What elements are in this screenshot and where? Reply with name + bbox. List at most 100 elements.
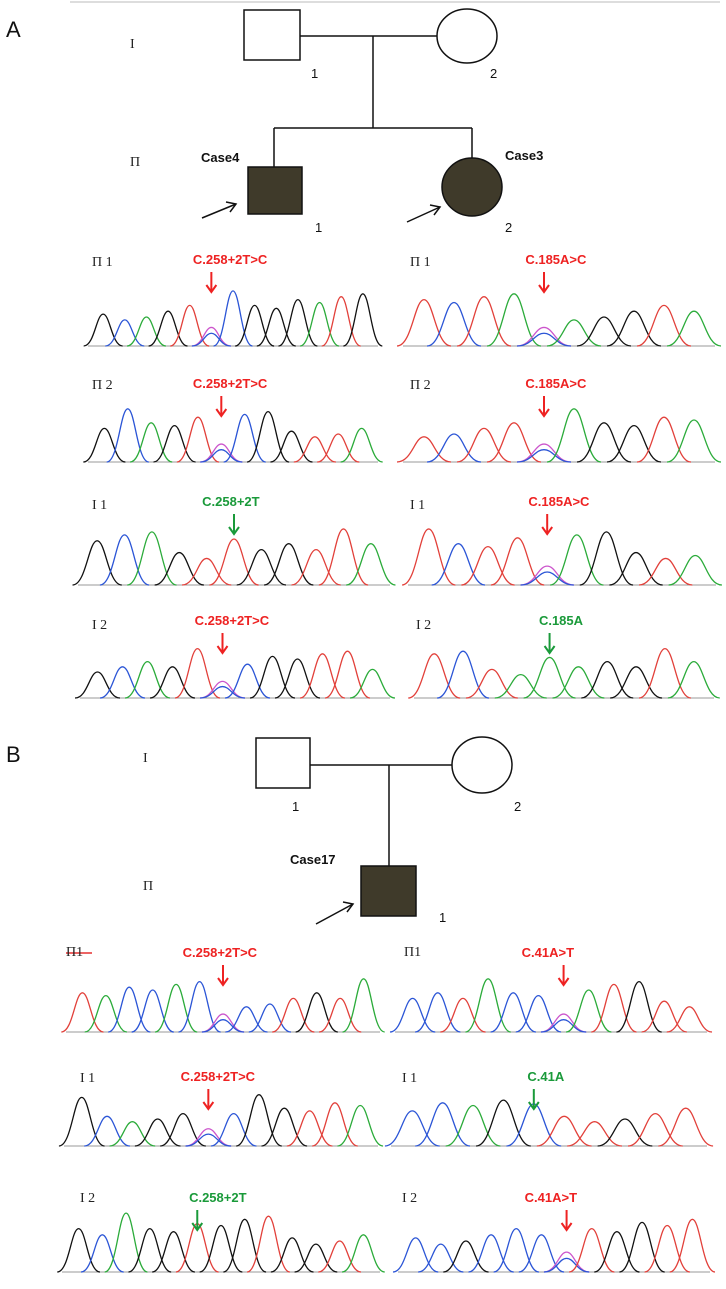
case17-label: Case17: [290, 852, 336, 867]
trace-peak-G: [128, 1227, 172, 1273]
trace-peak-T: [658, 1107, 714, 1147]
trace-peak-C: [223, 413, 266, 463]
trace-peak-A: [124, 660, 171, 699]
trace-peak-G: [160, 1112, 206, 1147]
trace-peak-C: [515, 994, 562, 1033]
trace-peak-T: [318, 528, 369, 586]
trace-sample-label: I 2: [416, 618, 431, 633]
trace-peak-T: [209, 538, 259, 586]
trace-peak-C: [99, 534, 150, 586]
trace-peak-G: [594, 1231, 640, 1273]
trace-peak-G: [72, 540, 122, 586]
mutation-label: C.258+2T>C: [181, 1069, 256, 1084]
trace-sample-label: Π 1: [92, 255, 113, 270]
trace-peak-G: [200, 443, 243, 463]
trace-peak-C: [468, 1234, 514, 1273]
trace-peak-A: [154, 983, 198, 1033]
pedigree-a: I Π 1 2 Case4 Case3 1 2: [130, 8, 543, 235]
trace-peak-G: [274, 658, 321, 699]
trace-peak-C: [384, 1110, 440, 1147]
trace-peak-G: [270, 430, 313, 463]
variant-arrow: [560, 1210, 573, 1232]
trace-peak-C: [225, 1006, 268, 1033]
variant-arrow: [538, 396, 550, 418]
trace-peak-T: [666, 1006, 713, 1033]
chromatogram-12: I 2 C.258+2T: [57, 1190, 385, 1273]
trace-sample-label: Π 2: [92, 378, 113, 393]
trace-sample-label: I 1: [410, 498, 425, 513]
mutation-label: C.258+2T: [189, 1190, 247, 1205]
mother-circle: [436, 8, 498, 64]
variant-arrow: [527, 1089, 540, 1111]
trace-peak-T: [644, 1224, 691, 1273]
trace-peak-G: [149, 666, 196, 699]
father-number: 1: [292, 799, 299, 814]
trace-peak-G: [581, 660, 634, 699]
trace-peak-G: [151, 1231, 196, 1273]
trace-peak-A: [543, 1251, 590, 1273]
affected-daughter-circle: [441, 157, 503, 217]
trace-peak-G: [295, 992, 339, 1033]
trace-sample-label: I 2: [80, 1191, 95, 1206]
trace-peak-T: [291, 548, 341, 586]
case17-number: 1: [439, 910, 446, 925]
trace-peak-G: [475, 1099, 531, 1147]
trace-peak-T: [641, 1000, 688, 1033]
trace-peak-C: [201, 1013, 245, 1033]
trace-peak-G: [223, 1218, 267, 1273]
trace-peak-G: [199, 1224, 243, 1273]
trace-peak-A: [104, 1212, 148, 1273]
chromatogram-5: I 1 C.185A>C: [401, 494, 723, 586]
trace-peak-A: [552, 666, 605, 699]
trace-peak-A: [667, 660, 720, 699]
variant-arrow: [557, 965, 570, 987]
variant-arrow: [191, 1210, 204, 1232]
trace-peak-G: [83, 427, 126, 463]
case3-number: 2: [505, 220, 512, 235]
trace-peak-T: [568, 1227, 615, 1273]
trace-peak-C: [426, 433, 482, 463]
trace-peak-G: [134, 1118, 181, 1147]
trace-peak-C: [84, 1115, 130, 1147]
trace-peak-A: [445, 1104, 501, 1147]
trace-secondary-peak: [516, 449, 572, 463]
trace-peak-T: [591, 983, 637, 1033]
trace-peak-T: [181, 557, 232, 586]
trace-peak-T: [272, 997, 315, 1033]
trace-peak-T: [567, 1121, 623, 1147]
mutation-label: C.185A>C: [528, 494, 590, 509]
trace-peak-T: [490, 537, 545, 586]
mother-number: 2: [514, 799, 521, 814]
trace-sample-label: I 1: [80, 1071, 95, 1086]
trace-peak-T: [669, 1218, 716, 1273]
trace-peak-C: [106, 408, 150, 463]
trace-peak-C: [131, 989, 175, 1033]
trace-peak-T: [318, 997, 362, 1033]
trace-peak-C: [431, 543, 486, 586]
trace-secondary-peak: [201, 1019, 245, 1033]
mother-number: 2: [490, 66, 497, 81]
trace-peak-T: [299, 653, 346, 699]
trace-secondary-peak: [516, 332, 572, 347]
father-square: [243, 9, 301, 61]
mutation-label: C.41A: [527, 1069, 564, 1084]
trace-peak-T: [401, 528, 456, 586]
mutation-label: C.41A>T: [525, 1190, 577, 1205]
trace-peak-C: [516, 326, 572, 347]
trace-peak-T: [456, 427, 512, 463]
trace-peak-C: [520, 565, 574, 586]
trace-peak-A: [342, 978, 385, 1033]
trace-peak-C: [426, 301, 482, 347]
trace-peak-T: [408, 653, 461, 699]
trace-peak-T: [627, 1112, 683, 1147]
trace-peak-T: [536, 1115, 592, 1147]
trace-peak-G: [606, 424, 662, 463]
trace-peak-A: [340, 427, 383, 463]
trace-secondary-peak: [540, 1019, 587, 1033]
